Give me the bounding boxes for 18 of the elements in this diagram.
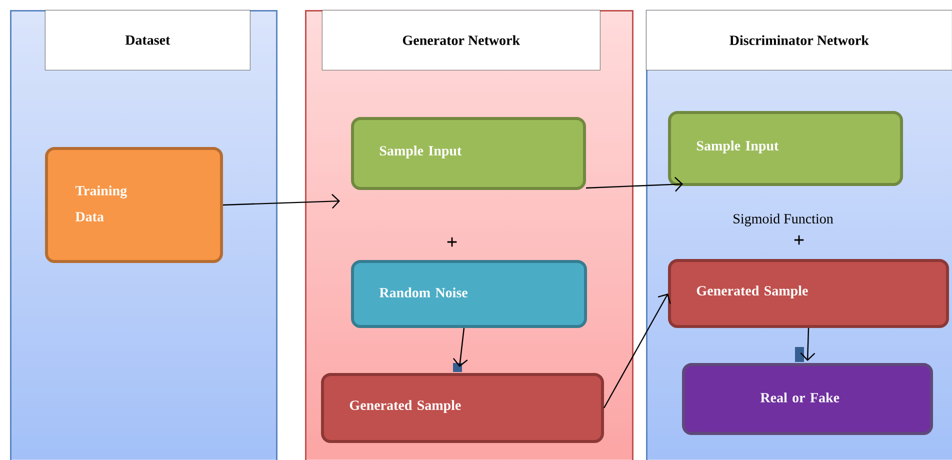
process-box: Training Data xyxy=(45,147,223,263)
arrow xyxy=(452,328,468,372)
function-label: Sigmoid Function xyxy=(734,214,834,226)
process-box: Sample Input xyxy=(668,111,904,186)
process-box: Real or Fake xyxy=(682,363,934,435)
plus-sign: + xyxy=(447,237,457,247)
process-box: Generated Sample xyxy=(321,373,604,443)
process-box: Sample Input xyxy=(351,117,586,190)
process-box: Generated Sample xyxy=(668,259,950,328)
arrow xyxy=(603,294,671,408)
plus-sign: + xyxy=(794,235,804,245)
arrow xyxy=(795,328,816,362)
panel-heading: Generator Network xyxy=(322,10,600,70)
process-box: Random Noise xyxy=(351,260,587,328)
panel-heading: Dataset xyxy=(45,10,250,70)
arrow xyxy=(586,176,684,192)
panel-heading: Discriminator Network xyxy=(646,10,952,70)
arrow xyxy=(222,194,340,209)
